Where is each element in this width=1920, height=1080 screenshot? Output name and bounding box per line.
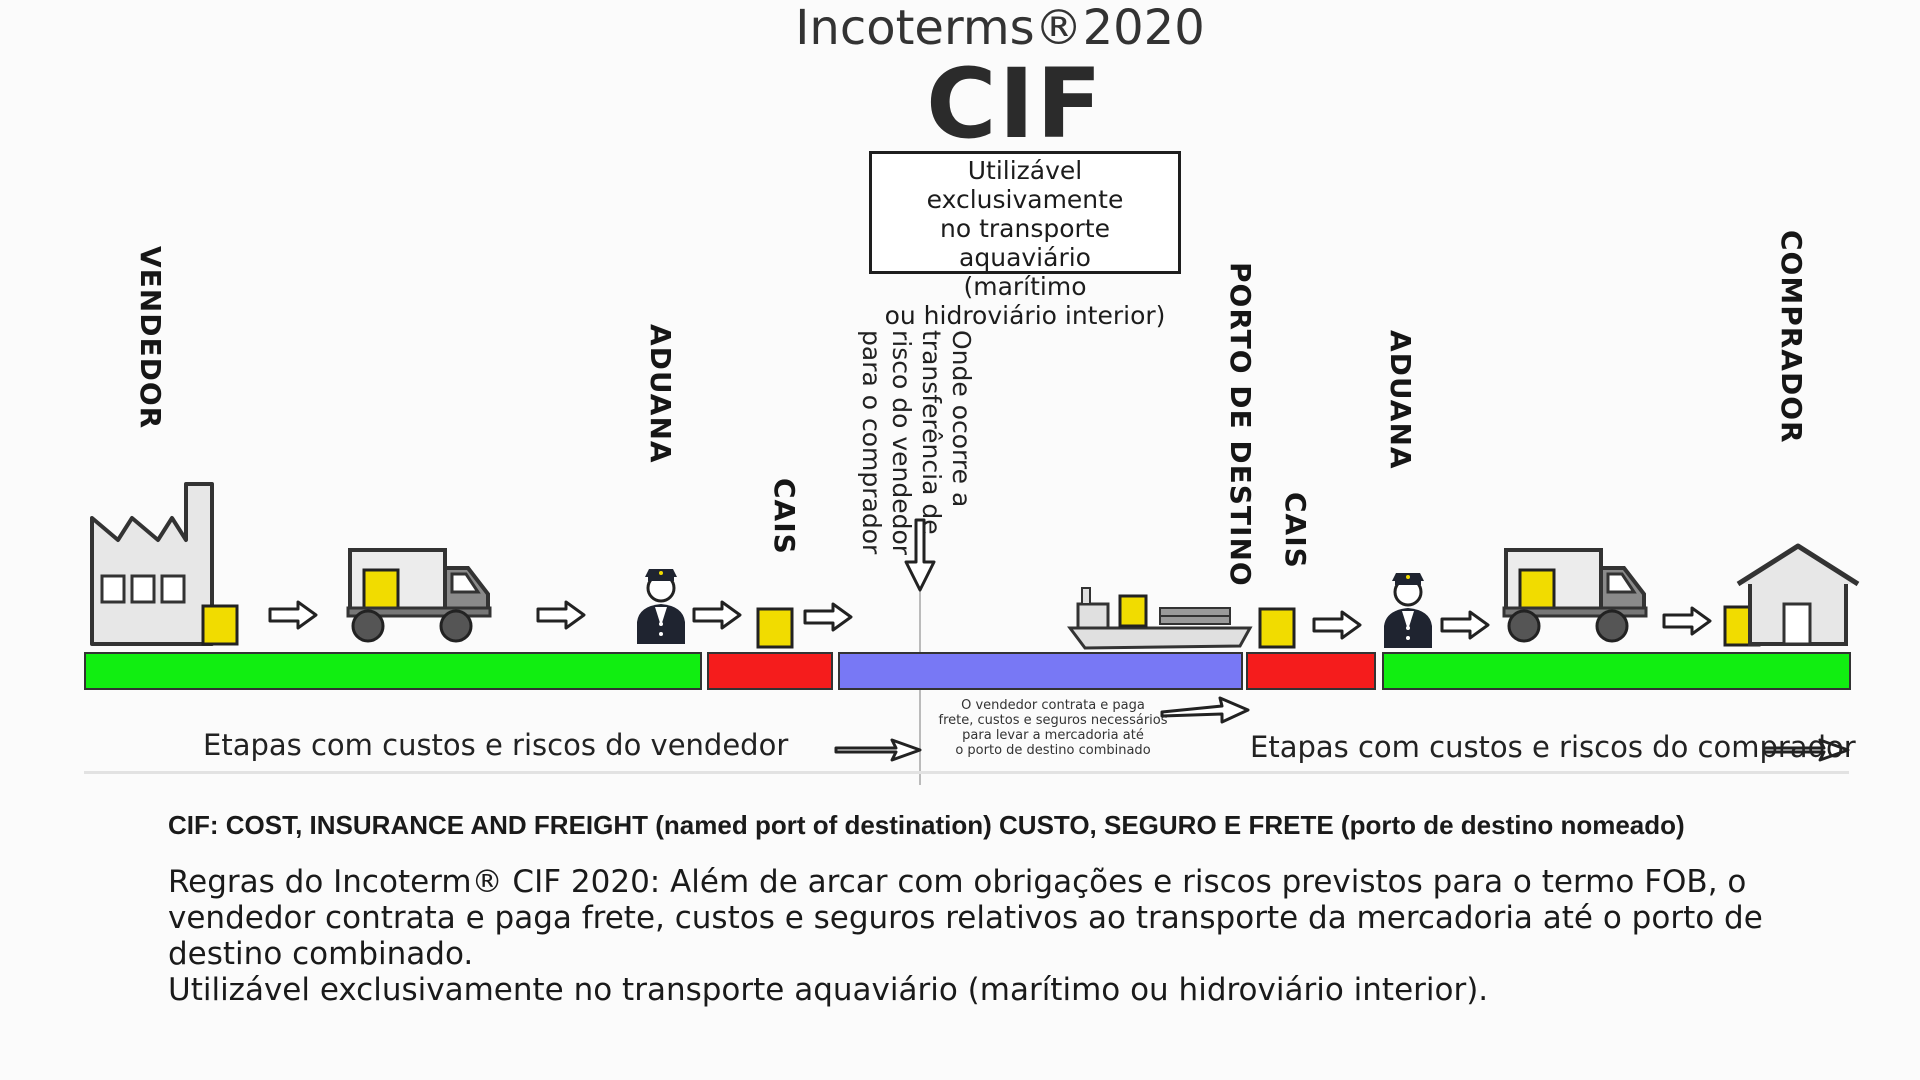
arrow-right-icon	[803, 602, 853, 632]
cargo-box-icon	[201, 604, 239, 646]
arrow-right-icon	[1440, 610, 1490, 640]
factory-icon	[90, 482, 214, 646]
usage-box-line: Utilizável exclusivamente	[926, 156, 1124, 214]
label-aduana-origin: ADUANA	[644, 324, 677, 464]
freight-note-line: para levar a mercadoria até	[962, 728, 1144, 743]
destination-quay-bar	[1246, 652, 1376, 690]
cargo-box-icon	[1258, 607, 1296, 649]
divider	[84, 771, 1849, 774]
risk-note-line: Onde ocorre a	[947, 330, 976, 508]
arrow-right-icon	[834, 738, 922, 762]
label-cais-origin: CAIS	[768, 478, 801, 555]
customs-officer-icon	[635, 567, 687, 646]
customs-officer-icon	[1382, 571, 1434, 650]
down-arrow-icon	[904, 518, 936, 592]
label-aduana-destination: ADUANA	[1384, 330, 1417, 470]
arrow-right-icon	[268, 600, 318, 630]
buyer-caption: Etapas com custos e riscos do comprador	[1250, 730, 1856, 764]
diagram-title-cif: CIF	[926, 48, 1104, 160]
seller-caption: Etapas com custos e riscos do vendedor	[203, 728, 789, 762]
label-comprador: COMPRADOR	[1775, 230, 1808, 444]
arrow-right-icon	[692, 600, 742, 630]
label-porto-destino: PORTO DE DESTINO	[1224, 262, 1257, 587]
usage-box: Utilizável exclusivamente no transporte …	[869, 151, 1181, 330]
truck-icon	[346, 548, 492, 643]
risk-transfer-note: Onde ocorre a transferência de risco do …	[856, 330, 976, 555]
freight-note-line: o porto de destino combinado	[955, 743, 1151, 758]
house-icon	[1736, 543, 1860, 646]
cif-rules-text: Regras do Incoterm® CIF 2020: Além de ar…	[168, 864, 1763, 972]
risk-note-line: para o comprador	[857, 330, 886, 555]
freight-stage-bar	[838, 652, 1243, 690]
usage-box-line: no transporte aquaviário	[940, 214, 1110, 272]
cif-usage-text: Utilizável exclusivamente no transporte …	[168, 972, 1489, 1008]
diagram-title-incoterms: Incoterms®2020	[795, 0, 1205, 56]
arrow-right-icon	[536, 600, 586, 630]
label-cais-destination: CAIS	[1279, 492, 1312, 569]
cargo-box-icon	[756, 607, 794, 649]
risk-note-line: transferência de	[917, 330, 946, 535]
seller-stage-bar	[84, 652, 702, 690]
label-vendedor: VENDEDOR	[134, 246, 167, 430]
arrow-right-icon	[1762, 738, 1850, 762]
freight-note: O vendedor contrata e paga frete, custos…	[928, 698, 1178, 758]
truck-icon	[1502, 548, 1648, 643]
usage-box-line: (marítimo	[963, 272, 1087, 301]
freight-note-line: O vendedor contrata e paga	[961, 698, 1145, 713]
cif-definition-subtitle: CIF: COST, INSURANCE AND FREIGHT (named …	[168, 810, 1685, 840]
buyer-stage-bar	[1382, 652, 1851, 690]
origin-quay-bar	[707, 652, 833, 690]
freight-note-line: frete, custos e seguros necessários	[938, 713, 1168, 728]
arrow-right-icon	[1662, 606, 1712, 636]
arrow-right-icon	[1160, 696, 1250, 724]
arrow-right-icon	[1312, 610, 1362, 640]
usage-box-line: ou hidroviário interior)	[884, 301, 1166, 330]
ship-icon	[1067, 587, 1253, 650]
risk-note-line: risco do vendedor	[887, 330, 916, 556]
